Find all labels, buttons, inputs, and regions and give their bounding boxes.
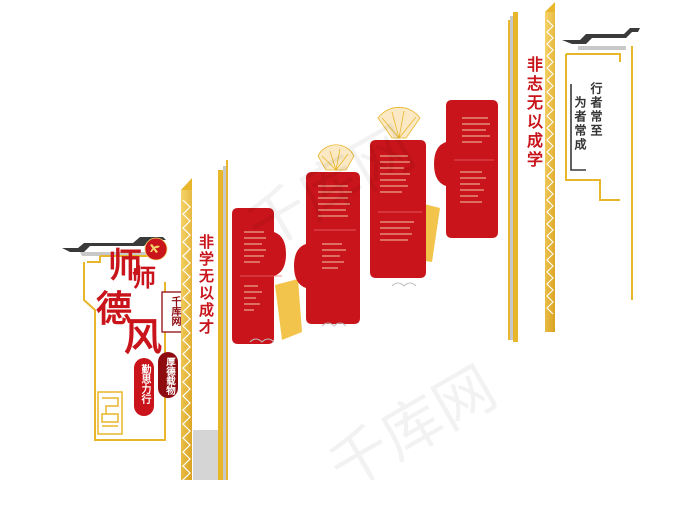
right-pillar-slogan: 非志无以成学 [524,56,543,170]
party-emblem-icon [144,237,168,261]
title-char-feng: 风 [124,314,163,359]
bottom-stripes [193,430,218,480]
right-pillar [508,2,555,342]
right-roof-eave [562,28,640,50]
right-sign-line-1: 行者常至 [589,82,603,138]
panel-dividers [240,159,494,277]
right-sign-bracket [570,84,586,171]
right-pill-bg [158,352,178,398]
panel-text-lines [244,117,490,311]
right-sign-line-2: 为者常成 [573,96,587,152]
right-gold-frame [565,46,633,300]
title-char-shi-large: 师 [108,246,142,286]
cloud-decorations [249,282,417,343]
pill-qinsilixing: 勤思力行 [139,364,150,404]
left-pill-bg [134,358,154,416]
left-pillar [181,160,228,486]
culture-wall-design: 师 师 德 风 千库网 勤思力行 厚德载物 非学无以成才 非志无以成学 行者常至… [62,2,640,504]
left-pillar-slogan: 非学无以成才 [197,234,215,336]
folding-fan-icons [317,106,421,171]
title-char-shi-small: 师 [132,263,156,292]
wall-illustration [62,2,640,486]
title-char-de: 德 [96,288,133,330]
pill-houdezaiwu: 厚德载物 [164,357,175,395]
left-lattice-pattern [97,391,123,435]
stamp-label: 千库网 [169,296,180,326]
